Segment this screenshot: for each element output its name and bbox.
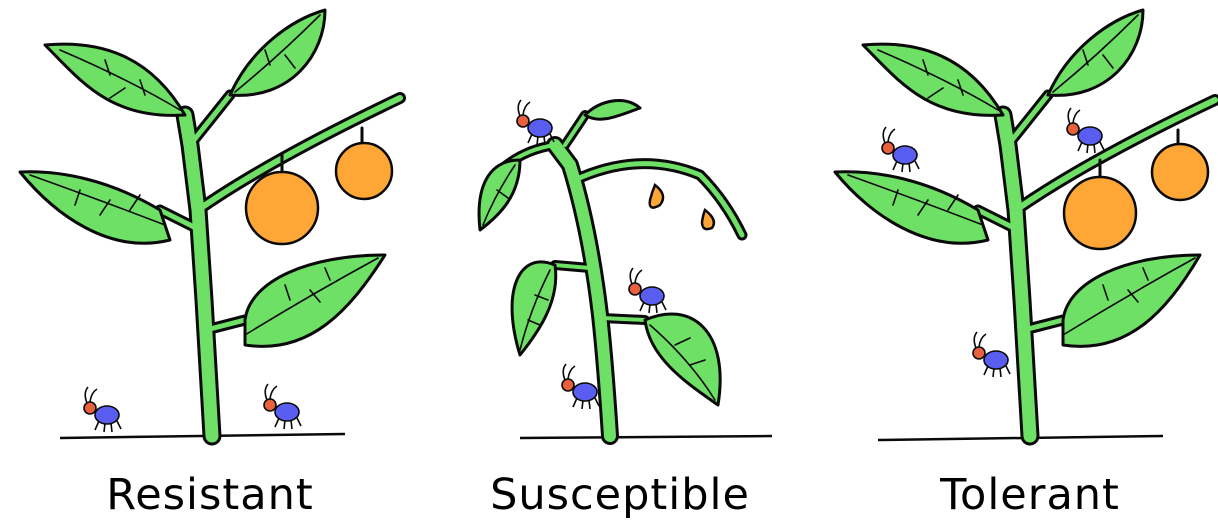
leaf [1048, 10, 1143, 95]
leaf [645, 314, 720, 405]
fruit [1152, 144, 1208, 200]
fruit [1064, 177, 1136, 249]
resistant-plant [20, 10, 400, 438]
fruit [246, 172, 318, 244]
fruit [650, 185, 663, 208]
leaf [585, 101, 640, 120]
leaf [1063, 255, 1200, 346]
insect-icon [517, 100, 554, 145]
insect-icon [973, 332, 1010, 377]
leaf [863, 44, 1003, 115]
insect-icon [84, 387, 121, 432]
leaf [835, 172, 988, 243]
insect-icon [562, 364, 599, 409]
leaf [479, 160, 520, 230]
tolerant-plant [835, 10, 1215, 440]
ground-line [520, 436, 772, 438]
insect-icon [629, 268, 666, 313]
label-tolerant: Tolerant [880, 470, 1180, 520]
leaf [20, 172, 170, 243]
fruit [702, 210, 714, 229]
label-susceptible: Susceptible [450, 470, 790, 520]
insect-icon [1067, 108, 1104, 153]
insect-icon [882, 127, 919, 172]
ground-line [878, 436, 1163, 440]
leaf [45, 44, 185, 115]
label-resistant: Resistant [60, 470, 360, 520]
fruit [336, 143, 392, 199]
leaf [230, 10, 325, 95]
leaf [512, 262, 556, 355]
susceptible-plant [479, 100, 772, 438]
insect-icon [264, 384, 301, 429]
leaf [245, 255, 385, 346]
